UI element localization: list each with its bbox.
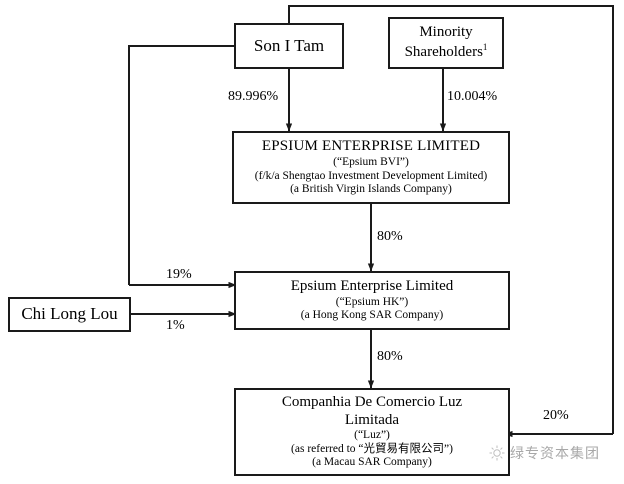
node-epsium-bvi-jurisdiction: (a British Virgin Islands Company) xyxy=(290,183,452,196)
edge-label-bvi-to-hk: 80% xyxy=(377,229,403,244)
node-epsium-hk-title: Epsium Enterprise Limited xyxy=(290,278,454,295)
node-epsium-bvi-alias: (“Epsium BVI”) xyxy=(333,156,409,168)
node-minority-shareholders-line2: Shareholders1 xyxy=(404,42,488,60)
node-luz-title-line1: Companhia De Comercio Luz xyxy=(281,393,463,410)
node-epsium-bvi[interactable]: EPSIUM ENTERPRISE LIMITED (“Epsium BVI”)… xyxy=(232,131,510,204)
edge-son-to-hk-path xyxy=(128,45,234,285)
node-luz-chinese-name: (as referred to “光貿易有限公司”) xyxy=(291,442,453,455)
edge-label-hk-to-luz: 80% xyxy=(377,349,403,364)
footnote-marker: 1 xyxy=(482,42,488,52)
watermark-text: 绿专资本集团 xyxy=(510,446,600,462)
node-chi-long-lou-label: Chi Long Lou xyxy=(21,304,118,324)
node-luz-jurisdiction: (a Macau SAR Company) xyxy=(312,456,432,469)
node-epsium-hk-alias: (“Epsium HK”) xyxy=(335,295,409,308)
node-epsium-bvi-fka: (f/k/a Shengtao Investment Development L… xyxy=(254,169,488,182)
edge-label-minority-to-luz: 20% xyxy=(543,408,569,423)
edge-label-son-to-bvi: 89.996% xyxy=(228,89,279,104)
edge-minority-to-luz-path xyxy=(288,5,614,434)
sparkle-icon xyxy=(489,445,505,461)
node-chi-long-lou[interactable]: Chi Long Lou xyxy=(8,297,131,332)
node-epsium-bvi-title: EPSIUM ENTERPRISE LIMITED xyxy=(261,138,481,155)
node-minority-shareholders-line1: Minority xyxy=(419,24,473,41)
node-epsium-hk[interactable]: Epsium Enterprise Limited (“Epsium HK”) … xyxy=(234,271,510,330)
edge-label-minority-to-bvi: 10.004% xyxy=(447,89,498,104)
node-luz-alias: (“Luz”) xyxy=(354,429,390,442)
edge-label-son-to-hk: 19% xyxy=(166,267,192,282)
node-luz-title-line2: Limitada xyxy=(344,411,400,428)
node-minority-shareholders[interactable]: Minority Shareholders1 xyxy=(388,17,504,69)
node-epsium-hk-jurisdiction: (a Hong Kong SAR Company) xyxy=(300,309,444,322)
node-son-i-tam-label: Son I Tam xyxy=(253,35,325,55)
edge-label-chi-to-hk: 1% xyxy=(166,318,185,333)
node-luz[interactable]: Companhia De Comercio Luz Limitada (“Luz… xyxy=(234,388,510,476)
watermark: 绿专资本集团 xyxy=(489,443,600,463)
node-son-i-tam[interactable]: Son I Tam xyxy=(234,23,344,69)
